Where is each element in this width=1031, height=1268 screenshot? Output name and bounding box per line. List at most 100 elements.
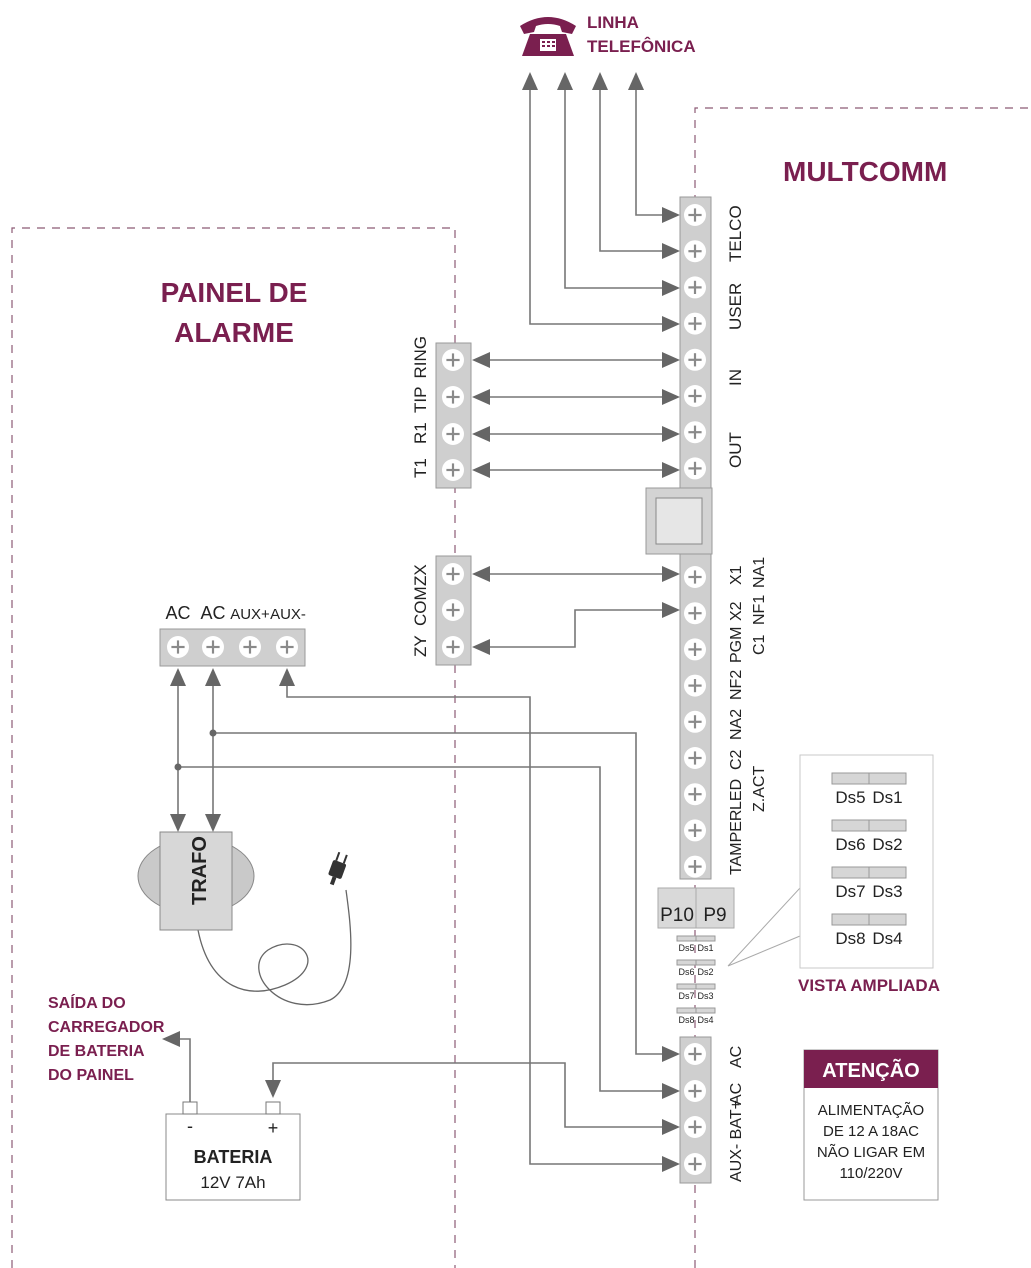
panel-label-tip-ring: TIPRING xyxy=(411,336,430,413)
multcomm-title: MULTCOMM xyxy=(783,156,947,187)
multcomm-terminal-screw xyxy=(684,385,706,407)
zoom-view-caption: VISTA AMPLIADA xyxy=(798,976,940,995)
multcomm-terminal-screw xyxy=(684,819,706,842)
dip-switch-label: Ds8 xyxy=(678,1015,694,1025)
zoom-callout-lines xyxy=(727,886,801,967)
multcomm-terminal-screw xyxy=(684,566,706,588)
painel-title-1: PAINEL DE xyxy=(161,277,308,308)
multcomm-terminal-screw xyxy=(684,421,706,444)
mc-label-led: LED xyxy=(728,779,745,810)
multcomm-terminal-screw xyxy=(684,204,706,226)
panel-label-r1: R1 xyxy=(411,422,430,444)
mc-label-zact: Z.ACT xyxy=(751,766,768,812)
panel-phone-screw xyxy=(442,386,464,408)
mc-label-ac2: AC xyxy=(728,1083,745,1105)
dip-switch-label: Ds3 xyxy=(872,882,902,901)
dip-switch-label: Ds7 xyxy=(678,991,694,1001)
dip-switch-label: Ds1 xyxy=(697,943,713,953)
mc-label-x1: X1 xyxy=(728,565,745,585)
dip-switch-bar xyxy=(695,1007,716,1014)
mc-label-x2: X2 xyxy=(728,601,745,621)
panel-label-com: COM xyxy=(411,586,430,626)
multcomm-boundary xyxy=(694,107,1031,1268)
multcomm-terminal-screw xyxy=(684,348,706,371)
panel-zone-screws xyxy=(442,563,464,658)
wire-phone-2 xyxy=(599,88,668,252)
trafo-label: TRAFO xyxy=(189,836,211,905)
multcomm-power-screw xyxy=(684,1043,706,1065)
dip-switch-bar xyxy=(676,935,697,942)
multcomm-terminal-screw xyxy=(684,747,706,769)
battery-title: BATERIA xyxy=(194,1147,273,1167)
mc-label-na1: NA1 xyxy=(751,557,768,588)
mc-label-aux-bat: AUX- BAT+ xyxy=(728,1100,745,1182)
warning-header: ATENÇÃO xyxy=(822,1059,919,1082)
warning-line-3: NÃO LIGAR EM xyxy=(817,1144,925,1161)
dip-switch-bar xyxy=(831,819,870,832)
trafo xyxy=(137,831,255,931)
panel-phone-screw xyxy=(442,459,464,481)
multcomm-terminal-screw xyxy=(684,276,706,299)
dip-switch-bar xyxy=(831,913,870,926)
mc-label-in: IN xyxy=(726,369,745,386)
panel-power-screw xyxy=(276,636,298,658)
dip-switch-label: Ds4 xyxy=(872,929,902,948)
panel-label-zy: ZY xyxy=(411,635,430,657)
mc-label-c2: C2 xyxy=(728,749,745,770)
panel-phone-screw xyxy=(442,423,464,445)
battery-minus: - xyxy=(187,1116,193,1136)
jumper-p10: P10 xyxy=(660,905,694,926)
trafo-cord xyxy=(197,889,352,1006)
dip-switch-bar xyxy=(831,772,870,785)
multcomm-power-screws xyxy=(684,1043,706,1175)
power-label-ac1: AC xyxy=(165,603,190,623)
painel-boundary xyxy=(11,227,456,1268)
jumper-p9: P9 xyxy=(703,905,726,926)
multcomm-terminal-screw xyxy=(684,855,706,878)
dip-switch-bar xyxy=(831,866,870,879)
panel-zone-screw xyxy=(442,599,464,621)
svg-text:SAÍDA DO: SAÍDA DO xyxy=(48,993,126,1012)
phone-line-label-2: TELEFÔNICA xyxy=(587,37,696,56)
plug-icon xyxy=(328,851,348,886)
mc-label-ac1: AC xyxy=(728,1046,745,1068)
multcomm-terminal-screw xyxy=(684,457,706,480)
panel-power-screw xyxy=(239,636,261,658)
dip-switch-label: Ds7 xyxy=(835,882,865,901)
dip-switch-bar xyxy=(868,772,907,785)
multcomm-terminal-screw xyxy=(684,312,706,335)
dip-switch-bar xyxy=(868,866,907,879)
power-label-aux-minus: AUX- xyxy=(270,606,306,623)
multcomm-power-screw xyxy=(684,1153,706,1175)
warning-line-2: DE 12 A 18AC xyxy=(823,1123,919,1140)
mc-label-telco: TELCO xyxy=(726,205,745,262)
dip-switch-bar xyxy=(676,959,697,966)
mc-label-user: USER xyxy=(726,283,745,330)
multcomm-power-screw xyxy=(684,1080,706,1102)
wire-phone-3 xyxy=(564,88,668,289)
warning-line-1: ALIMENTAÇÃO xyxy=(818,1102,924,1119)
phone-line-label-1: LINHA xyxy=(587,13,639,32)
panel-label-zx: ZX xyxy=(411,564,430,586)
wire-phone-4 xyxy=(529,88,668,325)
painel-title-2: ALARME xyxy=(174,317,294,348)
svg-text:DE BATERIA: DE BATERIA xyxy=(48,1043,145,1060)
mc-label-tamper: TAMPER xyxy=(728,810,745,875)
power-label-aux-plus: AUX+ xyxy=(230,606,270,623)
charger-output-label: SAÍDA DO CARREGADOR DE BATERIA DO PAINEL xyxy=(48,993,165,1084)
mc-label-nf2: NF2 xyxy=(728,670,745,700)
panel-power-screw xyxy=(202,636,224,658)
dip-switch-bar xyxy=(868,819,907,832)
multcomm-terminal-screw xyxy=(684,674,706,697)
multcomm-screws xyxy=(684,204,706,878)
wires-tip-ring xyxy=(472,352,680,478)
dip-switch-bar xyxy=(695,983,716,990)
panel-zone-screw xyxy=(442,563,464,585)
arrows-phone xyxy=(522,72,680,332)
wires-zones xyxy=(472,566,680,655)
panel-phone-screw xyxy=(442,349,464,371)
panel-label-t1: T1 xyxy=(411,458,430,478)
wires-power xyxy=(162,668,680,1172)
